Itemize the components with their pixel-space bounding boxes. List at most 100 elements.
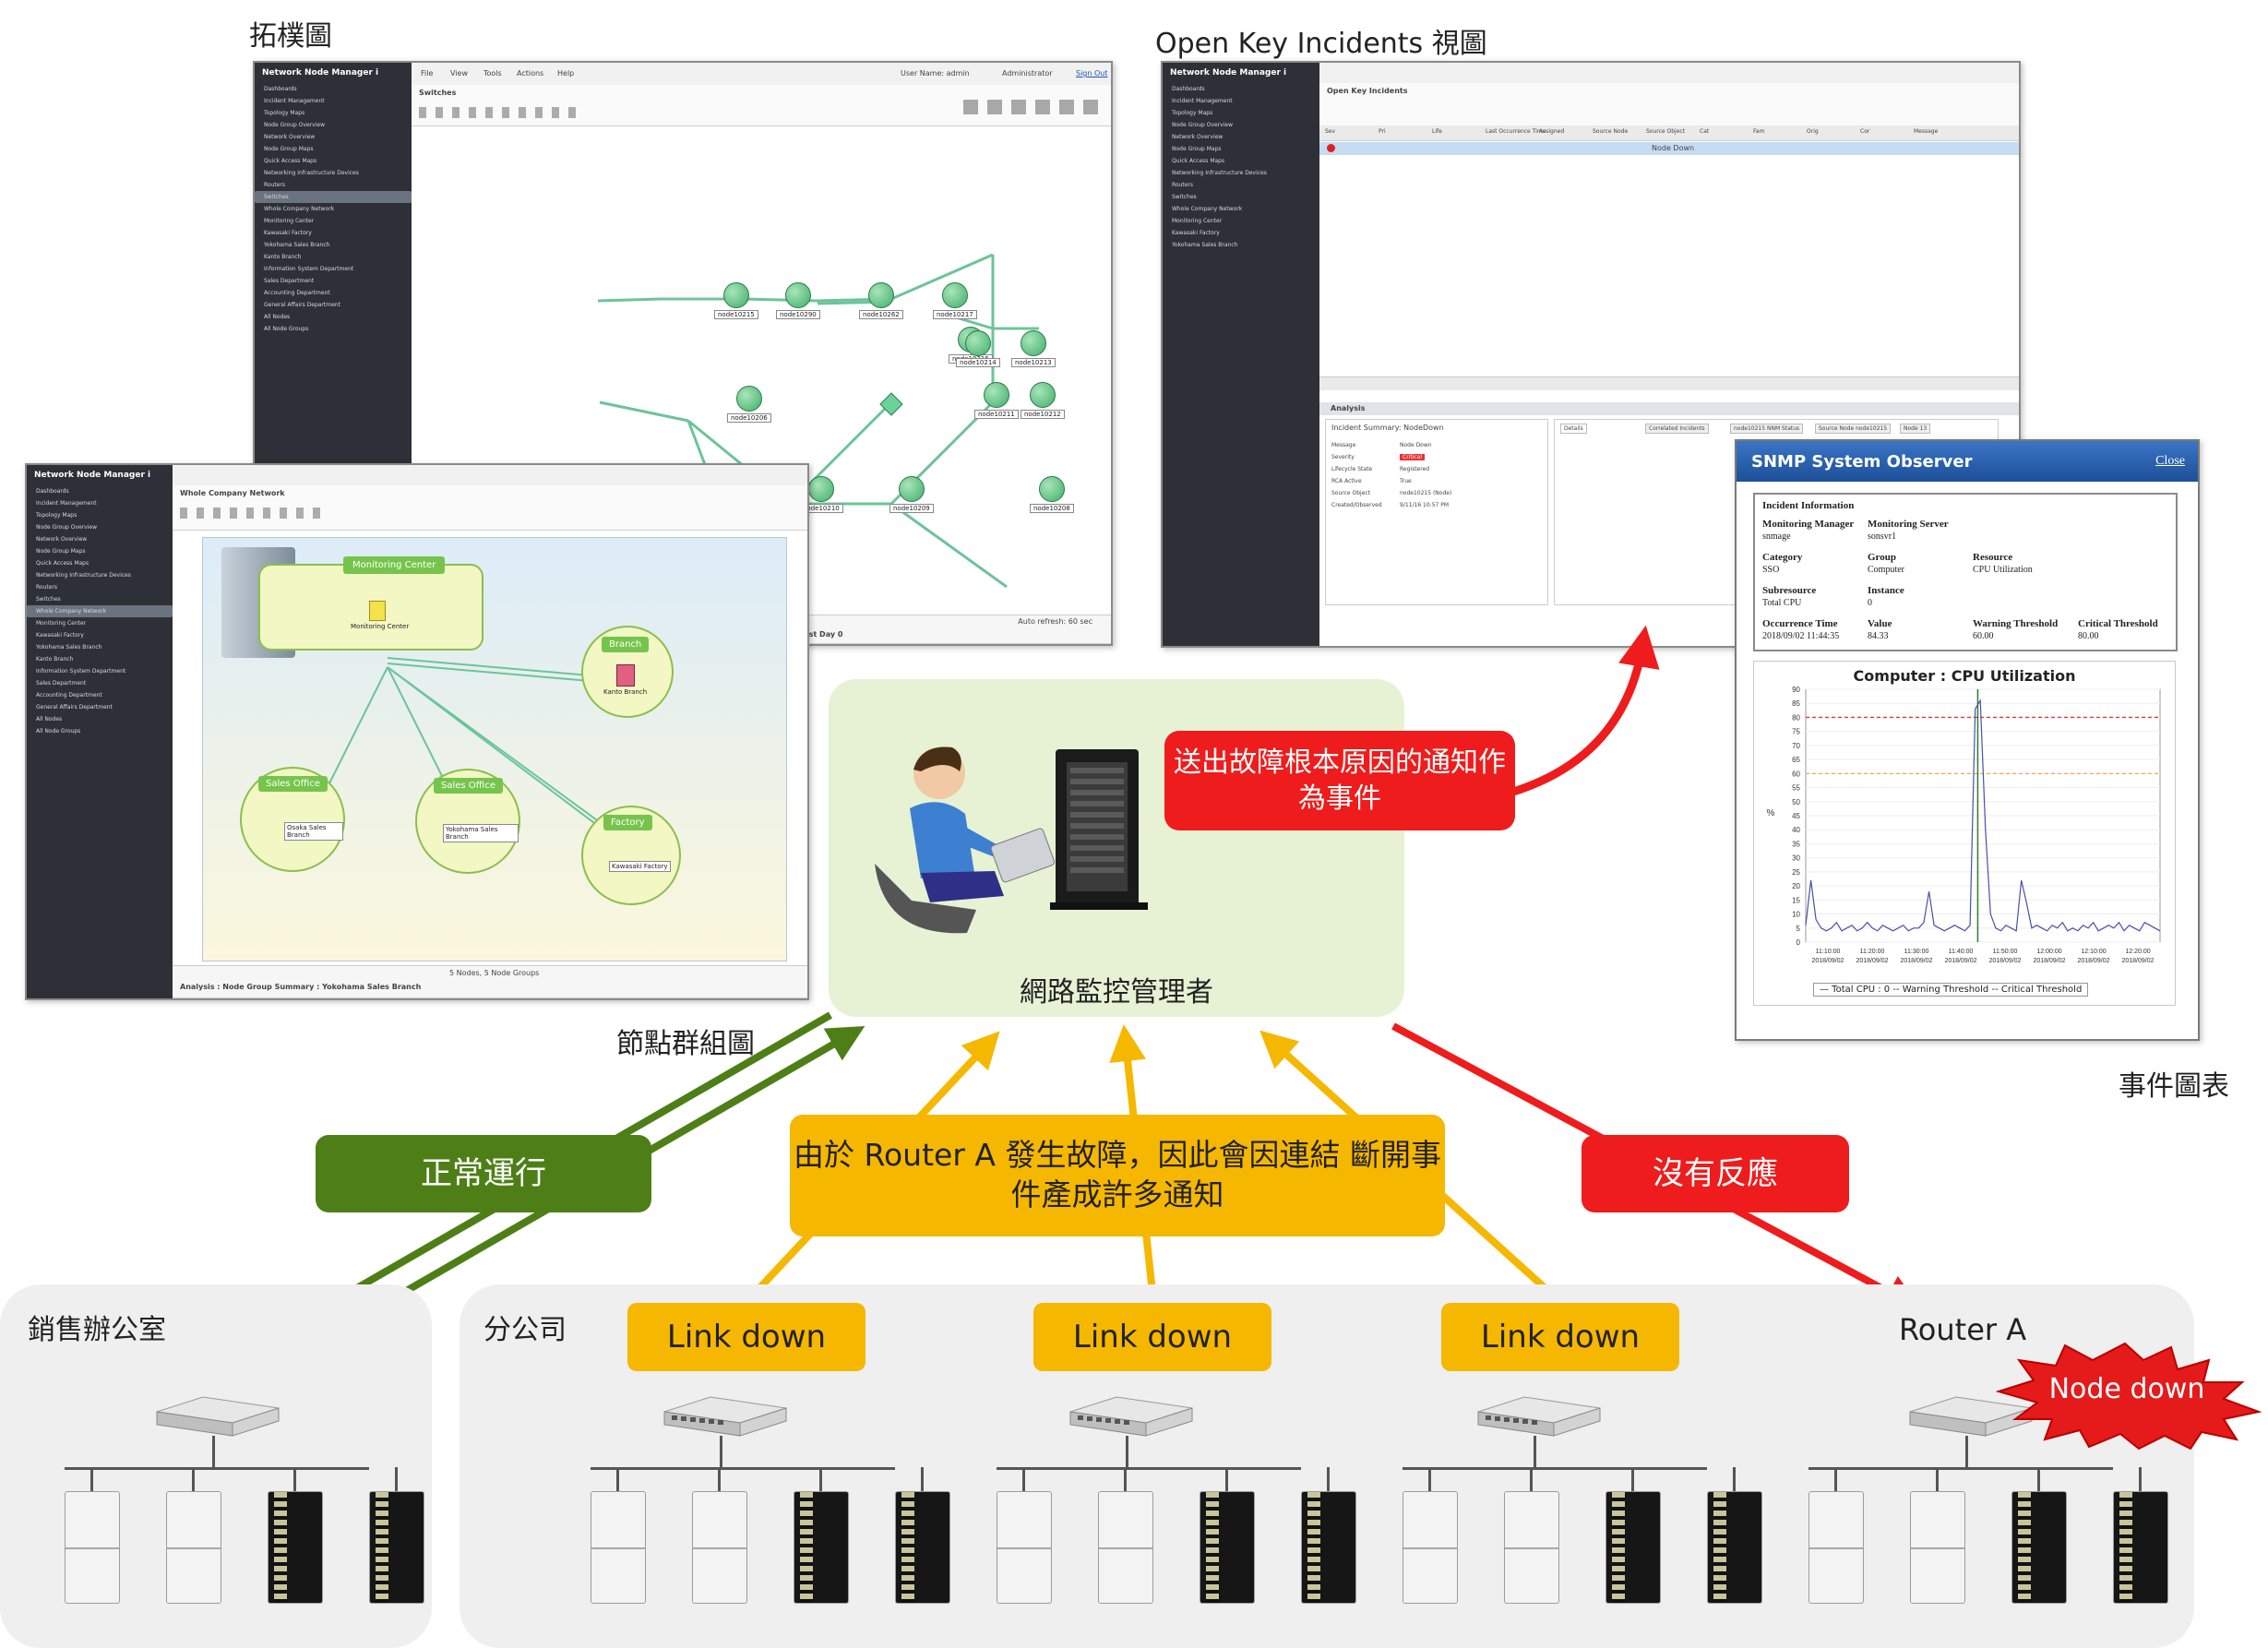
node-icon[interactable]	[616, 664, 635, 687]
menu-help[interactable]: Help	[557, 69, 575, 78]
map-tools[interactable]	[963, 100, 1102, 114]
sidebar-item[interactable]: Node Group Overview	[264, 122, 325, 128]
sidebar-item[interactable]: Switches	[36, 596, 61, 603]
sidebar-item[interactable]: Node Group Maps	[1172, 146, 1222, 152]
sidebar-item[interactable]: Incident Management	[264, 98, 325, 104]
column-header[interactable]: Fam	[1753, 128, 1765, 135]
topology-node[interactable]	[1039, 476, 1065, 502]
topology-node[interactable]	[1021, 330, 1046, 356]
column-header[interactable]: Cat	[1700, 128, 1710, 135]
sidebar-item[interactable]: All Nodes	[36, 716, 63, 722]
topology-node[interactable]	[899, 476, 925, 502]
sidebar-item[interactable]: Routers	[264, 182, 286, 188]
sidebar-item[interactable]: Node Group Maps	[36, 548, 86, 555]
sidebar-item[interactable]: Networking Infrastructure Devices	[1172, 170, 1267, 176]
switch-icon[interactable]	[148, 1395, 286, 1438]
close-link[interactable]: Close	[2155, 454, 2185, 468]
sidebar-item[interactable]: Routers	[1172, 182, 1194, 188]
group-sales-office-1[interactable]: Sales Office Osaka Sales Branch	[240, 767, 345, 872]
sidebar-item[interactable]: Yokohama Sales Branch	[36, 644, 102, 651]
sidebar-item[interactable]: Network Overview	[1172, 134, 1224, 140]
column-header[interactable]: Life	[1432, 128, 1442, 135]
sidebar-item[interactable]: Node Group Maps	[264, 146, 314, 152]
sidebar-item[interactable]: Topology Maps	[1172, 110, 1213, 116]
sidebar-item[interactable]: Whole Company Network	[27, 605, 173, 617]
column-header[interactable]: Message	[1914, 128, 1939, 135]
toolbar-icons[interactable]	[419, 107, 585, 118]
sidebar-item[interactable]: Routers	[36, 584, 58, 591]
node-icon[interactable]	[369, 601, 386, 621]
sidebar-item[interactable]: Networking Infrastructure Devices	[36, 572, 131, 579]
sidebar-item[interactable]: Monitoring Center	[1172, 218, 1223, 224]
detail-tab[interactable]: Correlated Incidents	[1645, 424, 1709, 434]
column-header[interactable]: Last Occurrence Time	[1486, 128, 1546, 135]
topology-node[interactable]	[965, 330, 991, 356]
incident-row[interactable]: Node Down	[1319, 142, 2019, 155]
sidebar-item[interactable]: Node Group Overview	[1172, 122, 1233, 128]
tab-switches[interactable]: Switches	[419, 89, 457, 97]
tab-whole-company[interactable]: Whole Company Network	[180, 489, 285, 497]
sidebar-item[interactable]: All Node Groups	[36, 728, 81, 734]
group-factory[interactable]: Factory Kawasaki Factory	[581, 806, 681, 905]
topology-node[interactable]	[868, 282, 894, 308]
column-header[interactable]: Pri	[1379, 128, 1386, 135]
sidebar-item[interactable]: Node Group Overview	[36, 524, 97, 531]
sidebar-item[interactable]: Switches	[1172, 194, 1197, 200]
menu-view[interactable]: View	[450, 69, 468, 78]
sidebar-item[interactable]: Yokohama Sales Branch	[1172, 242, 1238, 248]
sidebar-item[interactable]: Kawasaki Factory	[1172, 230, 1220, 236]
sidebar-item[interactable]: All Nodes	[264, 314, 291, 320]
sidebar-item[interactable]: Dashboards	[264, 86, 297, 92]
sidebar-item[interactable]: Kawasaki Factory	[36, 632, 84, 639]
sidebar-item[interactable]: Dashboards	[1172, 86, 1205, 92]
sidebar-item[interactable]: Accounting Department	[264, 290, 330, 296]
sidebar-item[interactable]: Information System Department	[264, 266, 354, 272]
sidebar-item[interactable]: Topology Maps	[264, 110, 305, 116]
column-header[interactable]: Source Object	[1646, 128, 1686, 135]
toolbar-icons[interactable]	[180, 508, 328, 519]
topology-node[interactable]	[723, 282, 749, 308]
topology-node[interactable]	[808, 476, 834, 502]
topology-node[interactable]	[785, 282, 811, 308]
sidebar-item[interactable]: Kanto Branch	[264, 254, 302, 260]
group-monitoring-center[interactable]: Monitoring Center Monitoring Center	[258, 556, 483, 651]
column-header[interactable]: Sev	[1325, 128, 1336, 135]
detail-tab[interactable]: Source Node node10215	[1815, 424, 1892, 434]
sidebar-item[interactable]: Kanto Branch	[36, 656, 74, 663]
column-header[interactable]: Source Node	[1593, 128, 1629, 135]
switch-icon[interactable]	[655, 1395, 794, 1438]
detail-tab[interactable]: Details	[1560, 424, 1587, 434]
group-sales-office-2[interactable]: Sales Office Yokohama Sales Branch	[415, 769, 520, 874]
sidebar-item[interactable]: Accounting Department	[36, 692, 102, 699]
sidebar-item[interactable]: Quick Access Maps	[36, 560, 90, 567]
column-header[interactable]: Orig	[1807, 128, 1819, 135]
menu-tools[interactable]: Tools	[483, 69, 502, 78]
sidebar-item[interactable]: Sales Department	[36, 680, 87, 687]
topology-node[interactable]	[984, 382, 1009, 408]
topology-node[interactable]	[942, 282, 968, 308]
sidebar-item[interactable]: Sales Department	[264, 278, 315, 284]
sidebar-item[interactable]: Monitoring Center	[264, 218, 315, 224]
sidebar-item[interactable]: Switches	[255, 191, 412, 203]
sidebar-item[interactable]: Dashboards	[36, 488, 69, 495]
sidebar-item[interactable]: All Node Groups	[264, 326, 309, 332]
group-branch[interactable]: Branch Kanto Branch	[581, 626, 674, 718]
menu-actions[interactable]: Actions	[517, 69, 544, 78]
sidebar-item[interactable]: Quick Access Maps	[1172, 158, 1225, 164]
column-header[interactable]: Assigned	[1539, 128, 1565, 135]
detail-tab[interactable]: node10215 NNM Status	[1730, 424, 1804, 434]
switch-icon[interactable]	[1061, 1395, 1200, 1438]
sidebar-item[interactable]: Monitoring Center	[36, 620, 87, 627]
sidebar-item[interactable]: Quick Access Maps	[264, 158, 317, 164]
sidebar-item[interactable]: General Affairs Department	[264, 302, 340, 308]
sidebar-item[interactable]: General Affairs Department	[36, 704, 113, 711]
switch-icon[interactable]	[1469, 1395, 1607, 1438]
sidebar-item[interactable]: Whole Company Network	[264, 206, 335, 212]
sidebar-item[interactable]: Information System Department	[36, 668, 126, 675]
detail-tab[interactable]: Node 13	[1900, 424, 1931, 434]
sidebar-item[interactable]: Kawasaki Factory	[264, 230, 312, 236]
tab-open-key-incidents[interactable]: Open Key Incidents	[1327, 87, 1408, 95]
sidebar-item[interactable]: Incident Management	[36, 500, 97, 507]
sidebar-item[interactable]: Network Overview	[36, 536, 88, 543]
sidebar-item[interactable]: Network Overview	[264, 134, 316, 140]
